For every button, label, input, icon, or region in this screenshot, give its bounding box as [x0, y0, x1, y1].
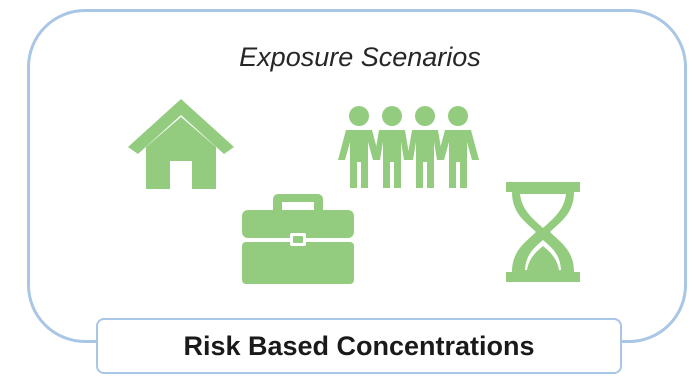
house-icon — [128, 99, 234, 189]
hourglass-icon — [506, 182, 580, 282]
people-icon — [338, 106, 479, 188]
risk-based-concentrations-label: Risk Based Concentrations — [183, 330, 535, 361]
risk-based-concentrations-box: Risk Based Concentrations — [96, 318, 622, 374]
briefcase-icon — [242, 194, 354, 284]
exposure-scenarios-title: Exposure Scenarios — [239, 42, 481, 72]
